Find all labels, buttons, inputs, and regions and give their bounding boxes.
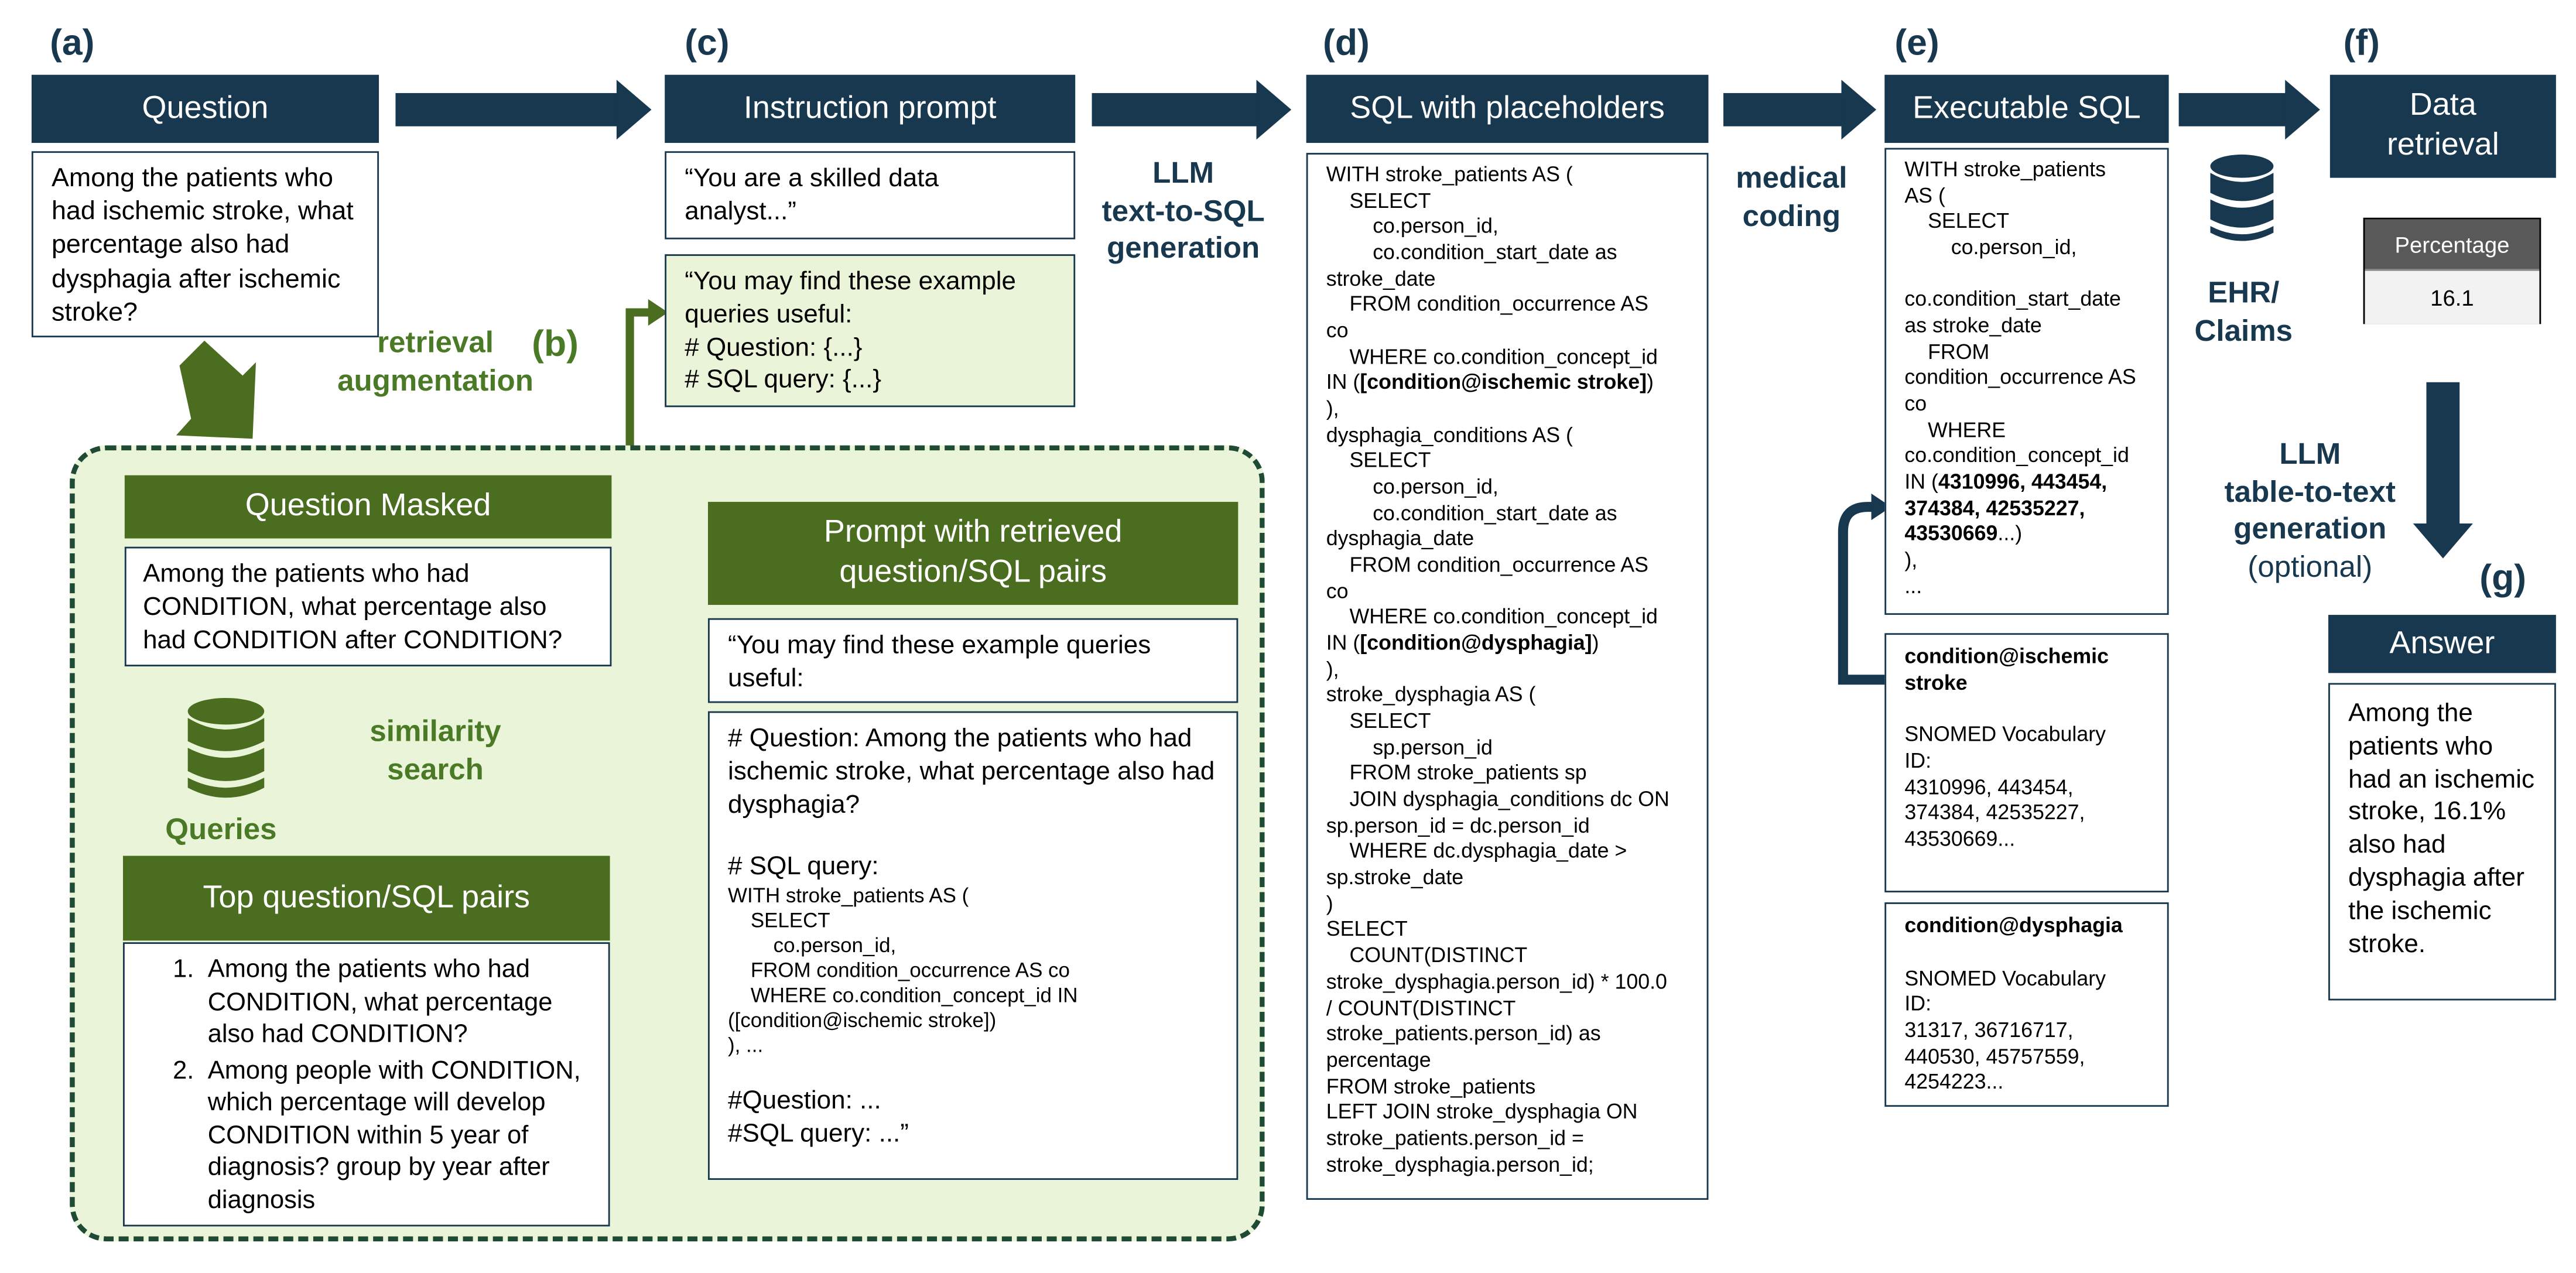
list-item: Among people with CONDITION, which perce… <box>201 1055 595 1217</box>
panel-label-c: (c) <box>685 21 730 63</box>
question-header: Question <box>31 74 379 143</box>
question-text: Among the patients who had ischemic stro… <box>31 151 379 338</box>
exec-code-part-1: WITH stroke_patients AS ( SELECT co.pers… <box>1904 158 2136 494</box>
data-retrieval-header: Data retrieval <box>2329 74 2556 178</box>
executable-sql-code: WITH stroke_patients AS ( SELECT co.pers… <box>1884 148 2169 615</box>
prompt-examples: # Question: Among the patients who had i… <box>707 711 1239 1180</box>
arrow-instruction-to-sql <box>1092 80 1292 140</box>
prompt-example-sql: WITH stroke_patients AS ( SELECT co.pers… <box>728 884 1078 1058</box>
top-pairs-items: Among the patients who had CONDITION, wh… <box>138 954 595 1217</box>
coding-ischemic-title: condition@ischemic stroke <box>1904 645 2109 694</box>
result-table: Percentage 16.1 <box>2363 217 2541 324</box>
answer-text: Among the patients who had an ischemic s… <box>2328 683 2556 1001</box>
coding-ischemic-ids: SNOMED Vocabulary ID: 4310996, 443454, 3… <box>1904 723 2106 851</box>
optional-label: (optional) <box>2247 550 2373 584</box>
coding-dysphagia-ids: SNOMED Vocabulary ID: 31317, 36716717, 4… <box>1904 966 2106 1094</box>
queries-label: Queries <box>165 812 277 846</box>
placeholder-dysphagia: [condition@dysphagia] <box>1360 631 1592 655</box>
arrow-question-to-instruction <box>395 80 652 140</box>
database-icon <box>187 697 265 798</box>
instruction-text-1: “You are a skilled data analyst...” <box>665 151 1076 239</box>
sql-placeholders-header: SQL with placeholders <box>1306 74 1709 143</box>
sql-code-part-3: ) ), stroke_dysphagia AS ( SELECT sp.per… <box>1326 631 1670 1176</box>
top-pairs-list: Among the patients who had CONDITION, wh… <box>123 942 610 1227</box>
retrieval-augmentation-label: retrieval augmentation <box>337 326 533 396</box>
llm-text-to-sql-label: LLM text-to-SQL generation <box>1101 156 1265 265</box>
panel-label-f: (f) <box>2343 21 2380 63</box>
llm-table-to-text-label: LLM table-to-text generation <box>2224 437 2396 545</box>
arrow-question-to-masked <box>176 340 256 439</box>
sql-code-part-2: ) ), dysphagia_conditions AS ( SELECT co… <box>1326 371 1658 655</box>
panel-label-e: (e) <box>1894 21 1939 63</box>
answer-header: Answer <box>2328 615 2556 673</box>
result-table-header: Percentage <box>2365 219 2540 269</box>
prompt-example-sql-label: # SQL query: <box>728 853 879 882</box>
result-table-value: 16.1 <box>2365 269 2540 324</box>
sql-placeholders-code: WITH stroke_patients AS ( SELECT co.pers… <box>1306 153 1709 1200</box>
masked-question-header: Question Masked <box>124 475 612 539</box>
medical-coding-label: medical coding <box>1736 161 1848 232</box>
prompt-example-tail: #Question: ... #SQL query: ...” <box>728 1087 909 1149</box>
placeholder-ischemic-stroke: [condition@ischemic stroke] <box>1360 371 1647 395</box>
ehr-database-icon <box>2210 154 2274 241</box>
prompt-retrieved-header: Prompt with retrieved question/SQL pairs <box>707 502 1239 605</box>
executable-sql-header: Executable SQL <box>1884 74 2169 143</box>
list-item: Among the patients who had CONDITION, wh… <box>201 954 595 1052</box>
similarity-search-label: similarity search <box>370 714 501 785</box>
instruction-header: Instruction prompt <box>665 74 1076 143</box>
exec-concept-ids: 4310996, 443454, 374384, 42535227, 43530… <box>1904 470 2108 546</box>
coding-dysphagia-title: condition@dysphagia <box>1904 913 2123 937</box>
prompt-example-question: # Question: Among the patients who had i… <box>728 724 1222 819</box>
top-pairs-header: Top question/SQL pairs <box>123 855 610 941</box>
sql-code-part-1: WITH stroke_patients AS ( SELECT co.pers… <box>1326 163 1658 395</box>
panel-label-g: (g) <box>2479 556 2527 598</box>
prompt-intro-text: “You may find these example queries usef… <box>707 618 1239 703</box>
arrow-retrieval-to-answer <box>2413 382 2473 559</box>
instruction-text-2: “You may find these example queries usef… <box>665 254 1076 408</box>
masked-question-text: Among the patients who had CONDITION, wh… <box>124 546 612 667</box>
ehr-claims-label: EHR/ Claims <box>2194 276 2293 347</box>
panel-label-d: (d) <box>1323 21 1370 63</box>
panel-label-b: (b) <box>532 322 579 364</box>
arrow-executable-to-retrieval <box>2178 80 2320 140</box>
arrow-coding-to-executable <box>1838 493 1891 685</box>
exec-code-part-2: ...) ), ... <box>1904 522 2023 598</box>
arrow-sql-to-executable <box>1723 80 1877 140</box>
panel-label-a: (a) <box>50 21 95 63</box>
